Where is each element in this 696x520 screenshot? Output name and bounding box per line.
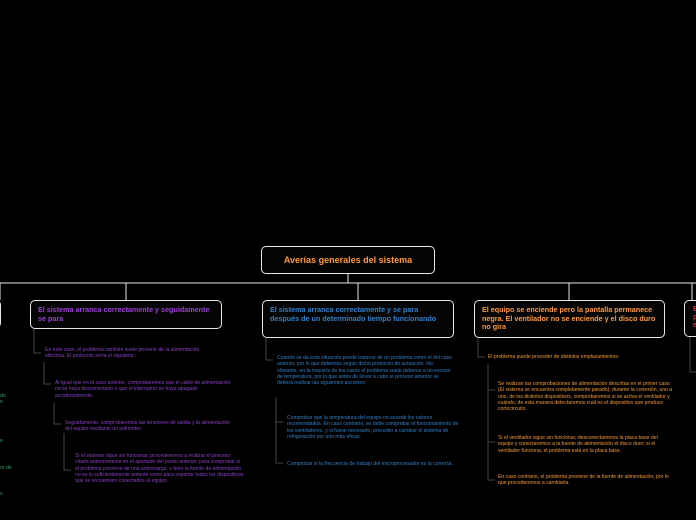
left-edge-fragment-4: or de xyxy=(0,465,12,471)
left-edge-fragment-1: do xyxy=(0,393,6,399)
left-edge-fragment-5: s xyxy=(0,491,3,497)
b3-connector-1 xyxy=(477,338,485,358)
b2-leaf-2[interactable]: Comprobar que la temperatura del equipo … xyxy=(287,415,459,440)
right-edge-fragment-3: e xyxy=(693,322,696,329)
b1-leaf-4[interactable]: Si el sistema sigue sin funcionar, proce… xyxy=(75,453,244,485)
branch-se-para-despues[interactable]: El sistema arranca correctamente y se pa… xyxy=(262,300,454,338)
b3-leaf-2[interactable]: Se realizan las comprobaciones de alimen… xyxy=(498,381,673,413)
b2-connector-2 xyxy=(275,397,283,464)
b1-connector-2 xyxy=(43,362,51,385)
offscreen-right-node[interactable] xyxy=(684,300,696,337)
right-edge-fragment-2: p xyxy=(693,314,696,321)
left-edge-fragment-2: e xyxy=(0,399,3,405)
left-edge-fragment-3: e xyxy=(0,438,3,444)
b1-connector-1 xyxy=(33,329,41,354)
b2-connector-1 xyxy=(265,338,273,361)
b1-leaf-3[interactable]: Seguidamente, comprobaremos las tensione… xyxy=(65,420,230,433)
root-topic[interactable]: Averías generales del sistema xyxy=(261,246,435,274)
b2-leaf-3[interactable]: Comprobar si la frecuencia de trabajo de… xyxy=(287,461,453,467)
offscreen-left-node[interactable] xyxy=(0,300,1,328)
b3-leaf-4[interactable]: En caso contrario, el problema proviene … xyxy=(498,474,669,487)
b3-leaf-3[interactable]: Si el ventilador sigue sin funcionar, de… xyxy=(498,435,658,454)
b1-leaf-1[interactable]: En este caso, el problema también suele … xyxy=(45,347,200,360)
b3-connector-2 xyxy=(487,364,495,481)
b3-leaf-1[interactable]: El problema puede proceder de distintos … xyxy=(488,354,620,360)
right-edge-connector xyxy=(689,337,696,373)
branch-arranca-y-se-para[interactable]: El sistema arranca correctamente y segui… xyxy=(30,300,222,329)
b1-connector-3 xyxy=(53,403,61,425)
branch-pantalla-negra[interactable]: El equipo se enciende pero la pantalla p… xyxy=(474,300,665,338)
b1-connector-4 xyxy=(63,433,71,471)
b1-leaf-2[interactable]: Al igual que en el caso anterior, compro… xyxy=(55,380,231,399)
b2-leaf-1[interactable]: Cuando se da esta situación puede tratar… xyxy=(277,355,452,387)
right-edge-fragment-1: E xyxy=(693,306,696,313)
